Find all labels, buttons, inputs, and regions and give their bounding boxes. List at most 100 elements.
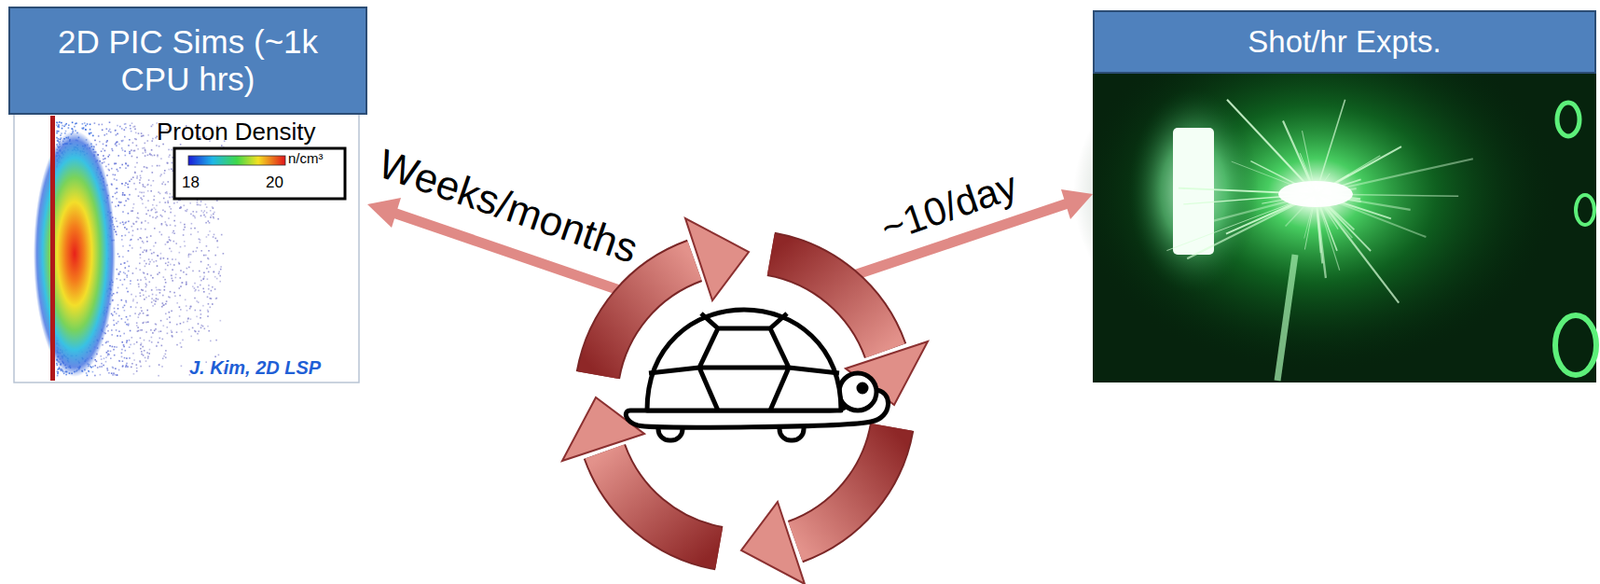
particle-dot (210, 289, 213, 292)
particle-dot (136, 175, 138, 178)
particle-dot (131, 336, 134, 339)
particle-dot (125, 323, 128, 326)
particle-dot (88, 371, 91, 373)
particle-dot (180, 331, 183, 333)
particle-dot (147, 139, 150, 142)
particle-dot (139, 253, 142, 256)
particle-dot (206, 257, 209, 260)
particle-dot (86, 123, 89, 125)
particle-dot (137, 330, 139, 332)
particle-dot (200, 249, 203, 252)
particle-dot (129, 127, 132, 130)
particle-dot (148, 258, 151, 261)
particle-dot (108, 372, 111, 374)
particle-dot (197, 231, 200, 234)
particle-dot (132, 230, 135, 233)
particle-dot (164, 289, 166, 291)
particle-dot (126, 260, 129, 263)
particle-dot (110, 183, 113, 186)
particle-dot (122, 193, 125, 196)
particle-dot (132, 298, 135, 301)
particle-dot (176, 331, 179, 333)
particle-dot (149, 153, 152, 156)
particle-dot (149, 348, 152, 351)
particle-dot (198, 238, 201, 241)
particle-dot (55, 132, 58, 135)
particle-dot (132, 125, 135, 128)
particle-dot (144, 220, 147, 222)
particle-dot (124, 126, 127, 129)
particle-dot (124, 193, 126, 196)
particle-dot (165, 357, 167, 359)
particle-dot (115, 134, 118, 137)
particle-dot (60, 132, 63, 135)
particle-dot (142, 242, 145, 245)
particle-dot (179, 322, 182, 325)
particle-dot (205, 203, 207, 206)
particle-dot (219, 275, 221, 277)
particle-dot (206, 296, 209, 299)
particle-dot (188, 266, 191, 269)
particle-dot (157, 341, 160, 344)
particle-dot (117, 303, 120, 306)
particle-dot (137, 132, 140, 135)
particle-dot (145, 284, 148, 287)
particle-dot (143, 248, 146, 251)
particle-dot (140, 310, 143, 313)
particle-dot (148, 295, 151, 298)
particle-dot (158, 165, 161, 167)
particle-dot (186, 267, 189, 270)
particle-dot (116, 334, 119, 337)
particle-dot (171, 334, 174, 337)
particle-dot (165, 262, 167, 265)
particle-dot (203, 272, 206, 275)
particle-dot (147, 154, 150, 157)
particle-dot (98, 365, 101, 368)
particle-dot (134, 171, 137, 174)
particle-dot (94, 122, 97, 125)
particle-dot (92, 135, 95, 138)
particle-dot (112, 372, 115, 374)
particle-dot (195, 250, 198, 253)
particle-dot (142, 321, 145, 324)
particle-dot (139, 344, 142, 346)
particle-dot (220, 234, 223, 236)
particle-dot (161, 365, 164, 368)
particle-dot (137, 148, 139, 151)
particle-dot (118, 272, 121, 275)
particle-dot (167, 180, 170, 183)
particle-dot (171, 331, 174, 333)
particle-dot (187, 317, 190, 319)
particle-dot (101, 129, 104, 132)
particle-dot (122, 283, 125, 286)
particle-dot (165, 313, 167, 316)
particle-dot (144, 186, 147, 189)
particle-dot (71, 128, 74, 131)
particle-dot (119, 334, 122, 337)
particle-dot (153, 330, 156, 332)
particle-dot (121, 234, 124, 237)
particle-dot (151, 137, 154, 140)
particle-dot (154, 137, 157, 139)
particle-dot (111, 195, 114, 198)
particle-dot (216, 297, 219, 300)
particle-dot (191, 222, 194, 225)
particle-dot (97, 124, 100, 126)
particle-dot (165, 353, 167, 356)
particle-dot (161, 222, 164, 225)
particle-dot (179, 221, 182, 224)
particle-dot (217, 218, 220, 221)
particle-dot (55, 137, 58, 139)
particle-dot (122, 364, 125, 367)
particle-dot (129, 239, 132, 242)
particle-dot (124, 123, 127, 125)
particle-dot (128, 193, 131, 196)
particle-dot (212, 235, 215, 238)
particle-dot (145, 166, 148, 169)
particle-dot (148, 352, 151, 355)
particle-dot (121, 341, 124, 344)
particle-dot (145, 290, 148, 293)
particle-dot (131, 225, 134, 228)
particle-dot (121, 182, 124, 185)
particle-dot (118, 315, 121, 318)
